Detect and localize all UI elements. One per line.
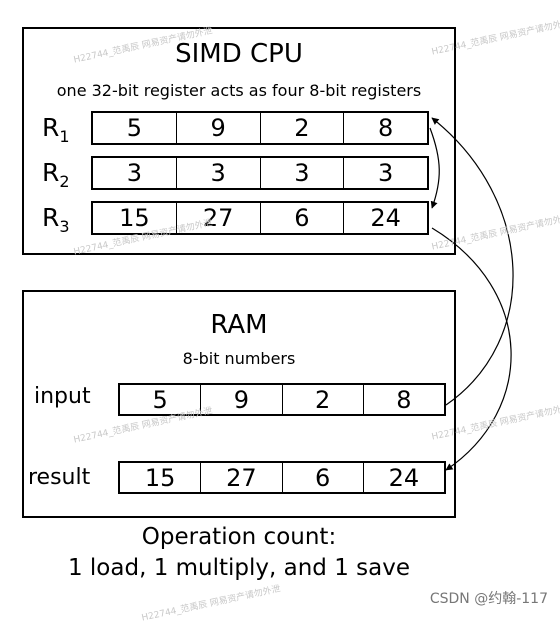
register-r3-lane: 6 (259, 203, 344, 233)
register-label-r1: R1 (42, 113, 70, 146)
register-r1-lane: 9 (175, 113, 260, 143)
ram-row-result: 15 27 6 24 (118, 461, 446, 494)
cpu-subtitle: one 32-bit register acts as four 8-bit r… (56, 81, 422, 100)
ram-subtitle: 8-bit numbers (182, 349, 296, 368)
ram-cell: 9 (200, 385, 281, 414)
ram-cell: 8 (362, 385, 444, 414)
cpu-title: SIMD CPU (175, 39, 303, 69)
ram-row-input: 5 9 2 8 (118, 383, 446, 416)
register-r1-lane: 2 (259, 113, 344, 143)
ram-title: RAM (210, 310, 268, 340)
ram-cell: 2 (281, 385, 363, 414)
register-r1-lane: 8 (343, 113, 427, 143)
register-r3: 15 27 6 24 (91, 201, 429, 235)
credit-text: CSDN @约翰-117 (429, 591, 548, 607)
register-label-r3: R3 (42, 203, 70, 236)
ram-row-label-input: input (34, 384, 91, 409)
register-label-r2: R2 (42, 158, 70, 191)
operation-count-heading: Operation count: (141, 524, 337, 550)
cpu-box: SIMD CPU one 32-bit register acts as fou… (22, 27, 456, 255)
register-r2-lane: 3 (343, 158, 427, 188)
ram-cell: 6 (281, 463, 363, 492)
ram-cell: 15 (144, 463, 176, 492)
operation-count-detail: 1 load, 1 multiply, and 1 save (67, 555, 411, 581)
watermark: H22744_范禹辰 网易资产请勿外泄 (140, 584, 282, 624)
register-r2-lane: 3 (259, 158, 344, 188)
ram-box: RAM 8-bit numbers input 5 9 2 8 result 1… (22, 290, 456, 518)
register-r1-lane: 5 (126, 114, 143, 142)
register-r3-lane: 27 (175, 203, 260, 233)
register-r3-lane: 15 (119, 204, 150, 232)
register-r2-lane: 3 (126, 159, 143, 187)
register-r1: 5 9 2 8 (91, 111, 429, 145)
register-r3-lane: 24 (343, 203, 427, 233)
ram-cell: 24 (362, 463, 444, 492)
register-r2: 3 3 3 3 (91, 156, 429, 190)
ram-cell: 27 (200, 463, 281, 492)
ram-row-label-result: result (28, 465, 91, 490)
ram-cell: 5 (152, 385, 168, 414)
register-r2-lane: 3 (175, 158, 260, 188)
